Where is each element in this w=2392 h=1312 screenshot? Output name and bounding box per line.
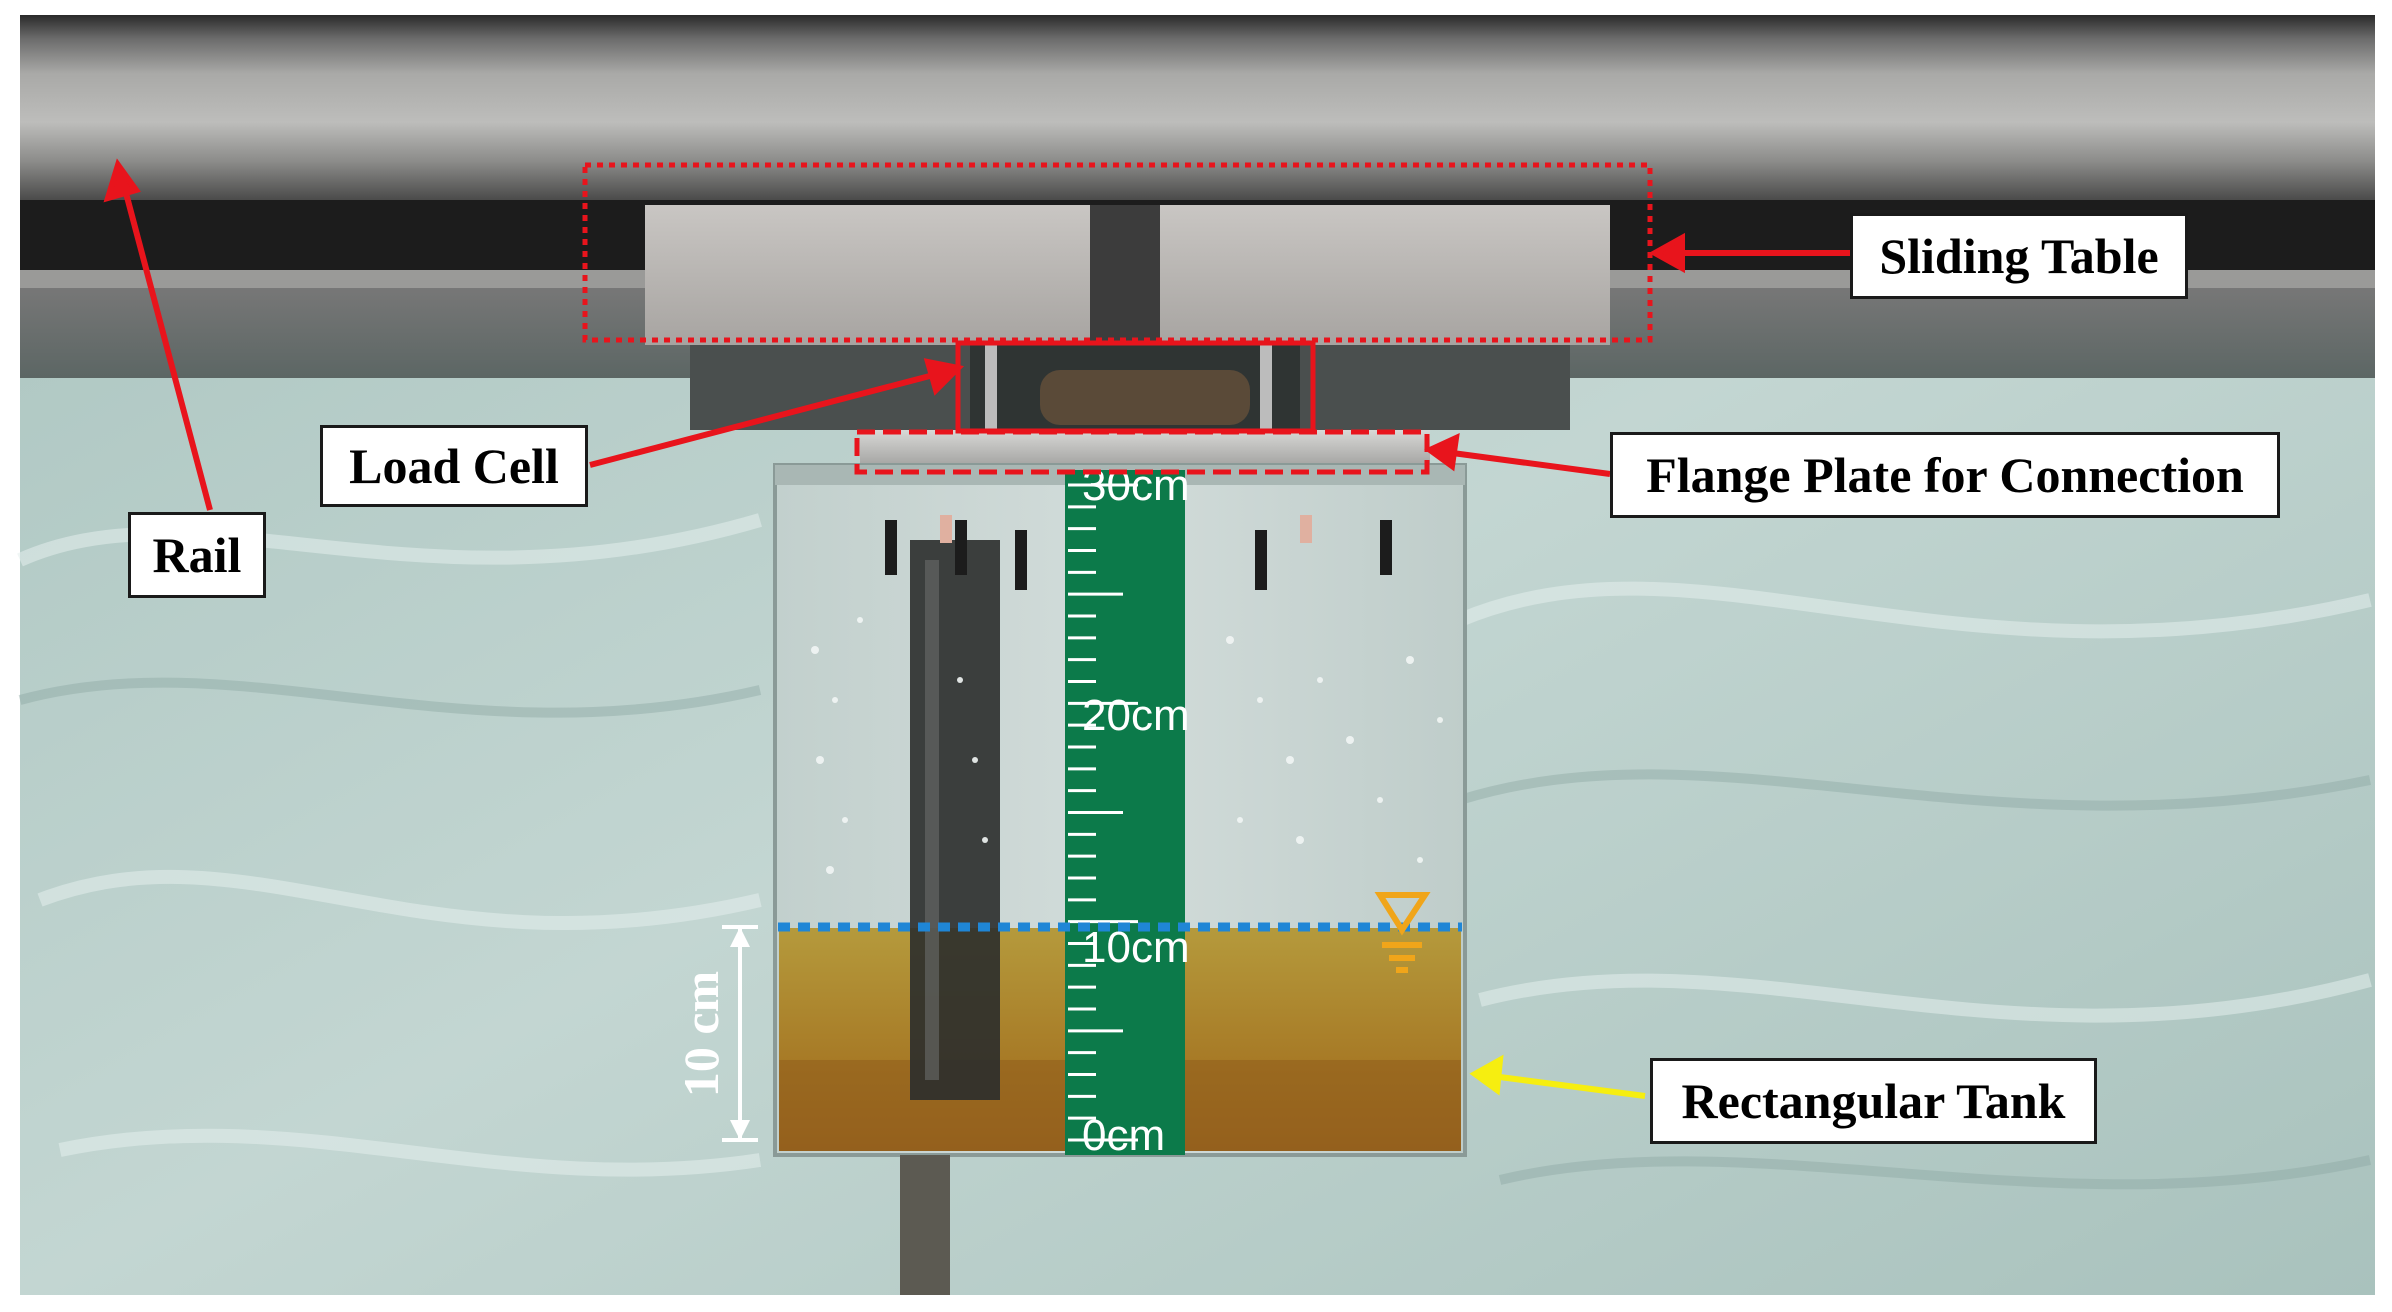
depth-arrow-top	[730, 927, 750, 947]
water-level-triangle-icon	[1374, 892, 1431, 973]
tank-arrow	[1469, 1054, 1646, 1099]
lower-shaft	[900, 1155, 950, 1295]
sliding-table-left	[645, 205, 1090, 345]
support-shaft	[910, 540, 1000, 1100]
ruler-label-20: 20cm	[1082, 691, 1190, 740]
sensor-tags	[940, 515, 1312, 543]
load-cell-post-left	[985, 345, 997, 430]
ruler-ticks	[1068, 483, 1138, 1142]
flange-plate-highlight	[854, 429, 1430, 475]
annotation-arrows	[103, 158, 1850, 511]
sliding-table-gap	[1090, 205, 1160, 345]
flange-plate-label: Flange Plate for Connection	[1610, 432, 2280, 518]
rail-label: Rail	[128, 512, 266, 598]
ruler-label-0: 0cm	[1082, 1111, 1165, 1160]
sliding-table-right	[1160, 205, 1610, 345]
shaft-highlight	[925, 560, 939, 1080]
depth-label: 10 cm	[673, 971, 729, 1097]
load-cell-disk	[1040, 370, 1250, 425]
rectangular-tank-label: Rectangular Tank	[1650, 1058, 2097, 1144]
rail	[20, 15, 2375, 210]
ruler-label-30: 30cm	[1082, 461, 1190, 510]
depth-arrow-bottom	[730, 1120, 750, 1140]
droplets	[811, 617, 1443, 874]
load-cell-post-right	[1260, 345, 1272, 430]
sliding-table-label: Sliding Table	[1850, 213, 2188, 299]
load-cell-label: Load Cell	[320, 425, 588, 507]
sensor-clips	[885, 520, 1392, 590]
curtain-folds	[17, 513, 2372, 1177]
curtain-shadows	[18, 677, 2372, 1190]
load-cell-highlight	[955, 340, 1316, 434]
